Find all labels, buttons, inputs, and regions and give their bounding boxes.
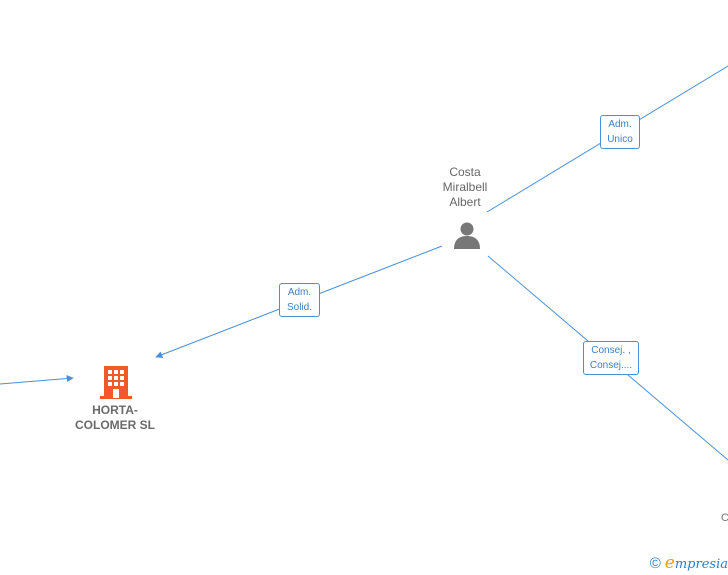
edge-line-incoming-company [0, 375, 74, 385]
edge-label-consej[interactable]: Consej. , Consej.... [583, 341, 639, 375]
offscreen-node-label: C [721, 512, 728, 524]
brand-logo: empresia [664, 553, 728, 573]
edge-label-adm-solid[interactable]: Adm. Solid. [279, 283, 320, 317]
person-icon[interactable] [452, 220, 482, 250]
company-name[interactable]: HORTA- COLOMER SL [75, 403, 155, 432]
copyright-icon: © [649, 554, 661, 572]
footer-brand: © empresia [650, 553, 728, 573]
building-icon[interactable] [100, 364, 132, 400]
edge-label-adm-unico[interactable]: Adm. Unico [600, 115, 640, 149]
person-name: Costa Miralbell Albert [442, 165, 488, 209]
